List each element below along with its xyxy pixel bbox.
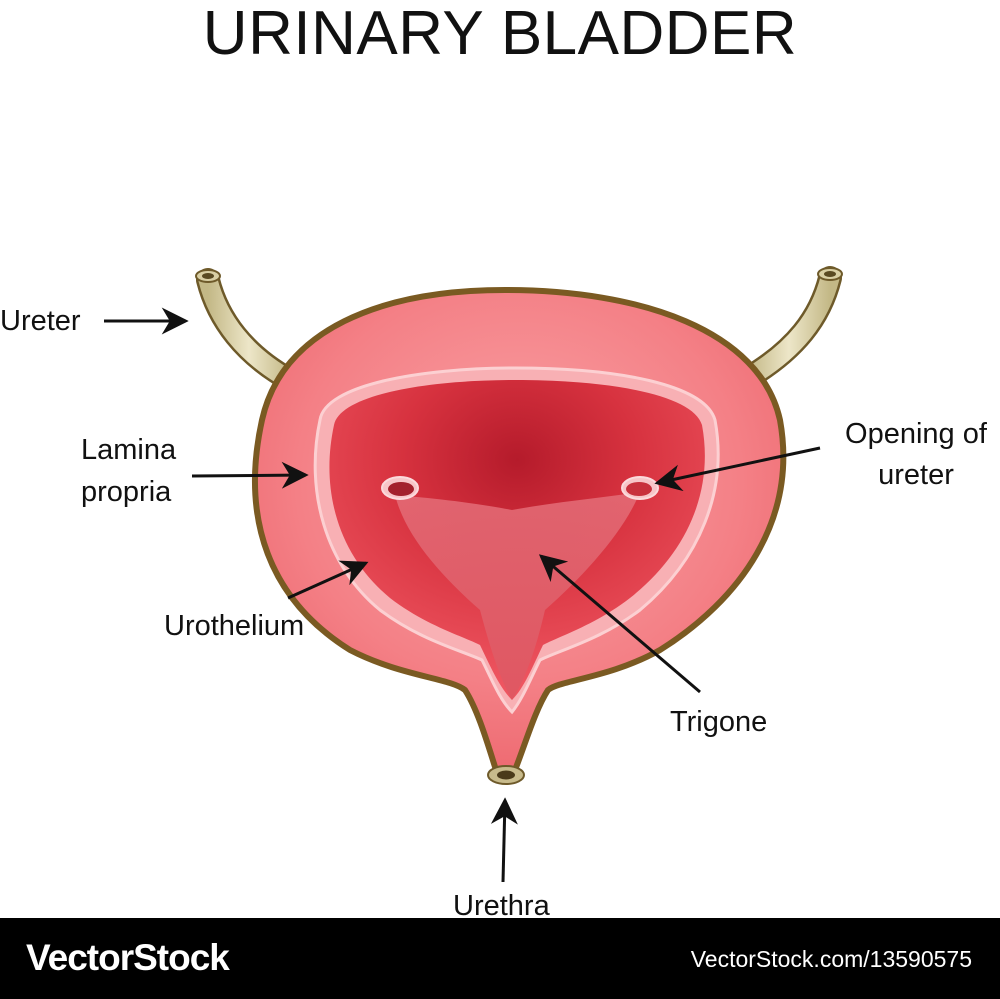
label-urothelium: Urothelium xyxy=(164,610,305,642)
trigone-region xyxy=(395,492,640,700)
label-opening-line1: Opening of xyxy=(845,418,987,450)
footer-url: VectorStock.com/13590575 xyxy=(690,946,972,972)
label-opening-of-ureter: Opening of ureter xyxy=(832,418,1000,492)
label-lamina-line2: propria xyxy=(81,476,172,508)
right-ureter xyxy=(736,266,843,390)
lamina-propria-arrow xyxy=(191,461,309,489)
urethra-opening xyxy=(487,765,525,785)
trigone-arrow xyxy=(538,554,701,694)
left-ureter-opening xyxy=(381,476,419,500)
right-ureter-opening xyxy=(621,476,659,500)
left-ureter xyxy=(195,268,302,392)
urothelium-arrow xyxy=(287,560,369,600)
label-trigone: Trigone xyxy=(670,706,768,738)
label-opening-line2: ureter xyxy=(878,459,954,491)
urethra-arrow xyxy=(490,797,518,883)
footer-bar: VectorStock VectorStock.com/13590575 xyxy=(0,918,1000,999)
diagram-title: URINARY BLADDER xyxy=(202,0,798,68)
opening-of-ureter-arrow xyxy=(654,446,821,492)
label-lamina-propria: Lamina propria xyxy=(81,434,176,509)
label-urethra: Urethra xyxy=(453,890,550,922)
label-ureter: Ureter xyxy=(0,305,81,337)
footer-brand: VectorStock xyxy=(26,937,230,978)
bladder-illustration xyxy=(104,266,843,883)
label-lamina-line1: Lamina xyxy=(81,434,177,466)
